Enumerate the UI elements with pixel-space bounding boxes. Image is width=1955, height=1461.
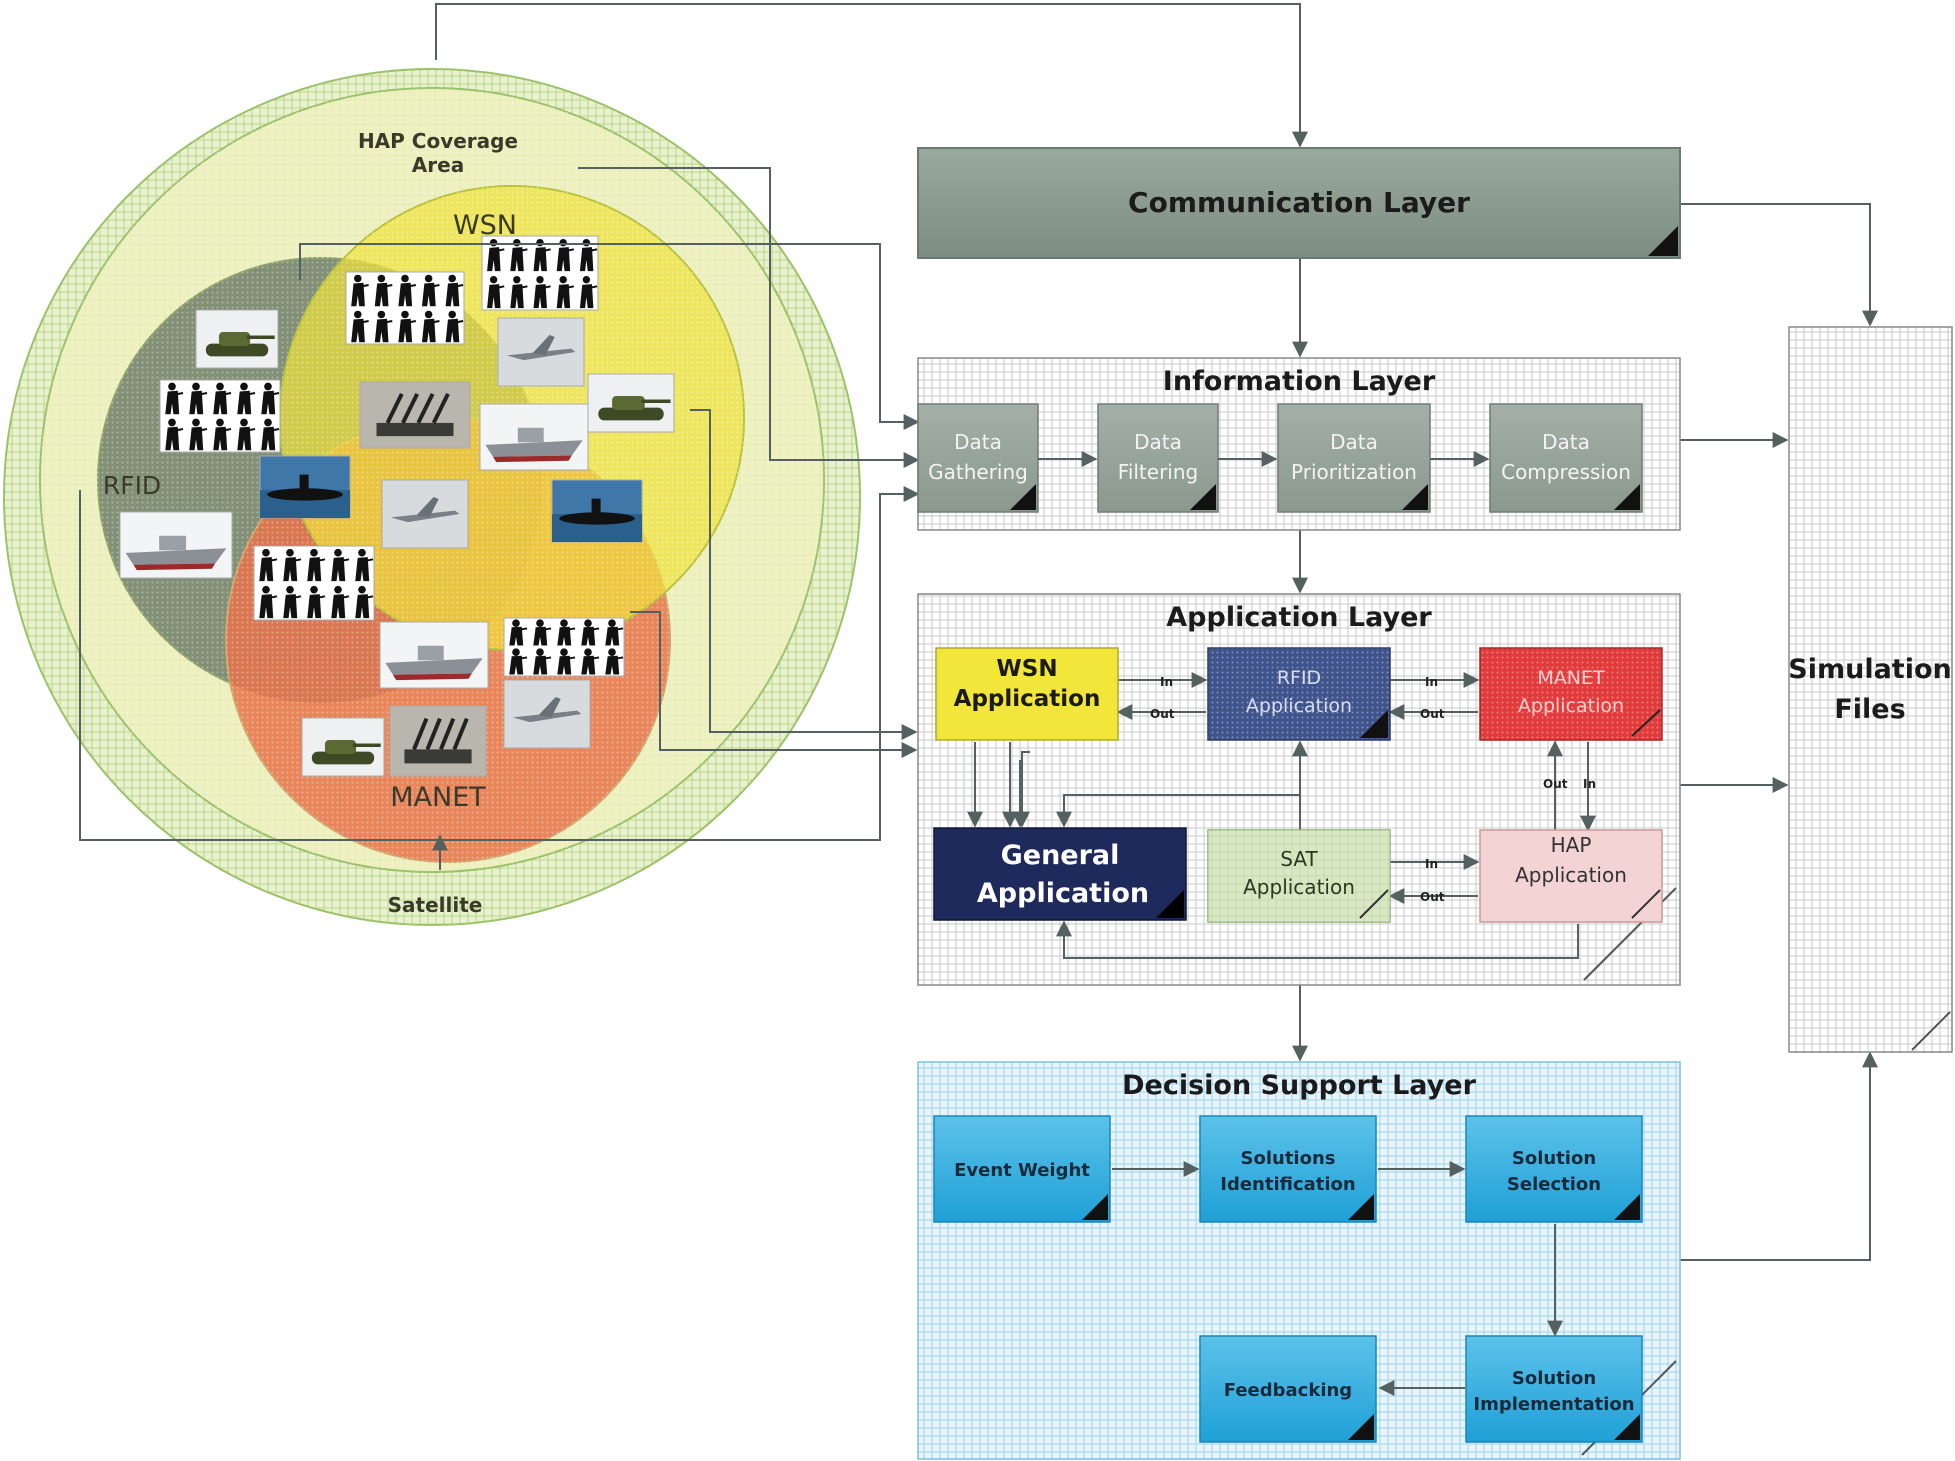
- decision-step-label: Feedbacking: [1224, 1380, 1352, 1401]
- corner-mark: [1082, 1194, 1108, 1220]
- info-step-box: [1489, 403, 1643, 513]
- corner-mark: [1614, 484, 1640, 510]
- tank-icon: [587, 373, 675, 433]
- fighter-jet-icon: [497, 317, 585, 387]
- corner-mark: [1348, 1414, 1374, 1440]
- soldier-silhouette-icon: [253, 545, 375, 621]
- military-assets: [119, 235, 675, 777]
- connection-lines: [79, 3, 1878, 1261]
- corner-mark: [1010, 484, 1036, 510]
- fighter-jet-icon: [381, 479, 469, 549]
- manet-label: MANET: [390, 782, 486, 813]
- soldier-silhouette-icon: [503, 617, 625, 677]
- info-step-box: [1097, 403, 1219, 513]
- soldier-silhouette-icon: [159, 379, 281, 453]
- corner-mark: [1614, 1414, 1640, 1440]
- decision-step-box: [933, 1115, 1111, 1223]
- sat-hap-in-label: In: [1425, 857, 1438, 871]
- decision-step-label: Event Weight: [954, 1160, 1090, 1181]
- rfid-label: RFID: [103, 471, 161, 500]
- soldier-silhouette-icon: [345, 271, 465, 345]
- communication-layer[interactable]: Communication Layer: [917, 147, 1681, 259]
- corner-mark: [1614, 1194, 1640, 1220]
- sat-hap-out-label: Out: [1420, 890, 1445, 904]
- application-layer-title: Application Layer: [1166, 602, 1432, 633]
- decision-step-box: [1465, 1335, 1643, 1443]
- hap-manet-in-label: In: [1583, 777, 1596, 791]
- tank-icon: [301, 717, 385, 777]
- satellite-label: Satellite: [388, 893, 483, 917]
- submarine-icon: [551, 479, 643, 543]
- information-layer-title: Information Layer: [1163, 366, 1436, 397]
- wsn-rfid-out-label: Out: [1150, 707, 1175, 721]
- missile-launcher-icon: [389, 705, 487, 777]
- missile-launcher-icon: [359, 381, 471, 449]
- rfid-manet-in-label: In: [1425, 675, 1438, 689]
- corner-mark: [1348, 1194, 1374, 1220]
- wsn-rfid-in-label: In: [1160, 675, 1173, 689]
- warship-icon: [479, 403, 589, 471]
- soldier-silhouette-icon: [481, 235, 599, 311]
- decision-step-5[interactable]: Feedbacking: [1199, 1335, 1377, 1443]
- info-step-box: [917, 403, 1039, 513]
- decision-support-layer: Decision Support Layer Event WeightSolut…: [917, 1061, 1681, 1460]
- warship-icon: [119, 511, 233, 579]
- submarine-icon: [259, 455, 351, 519]
- corner-mark: [1190, 484, 1216, 510]
- application-layer: Application Layer In Out In Out In Out O…: [917, 593, 1681, 986]
- corner-mark: [1402, 484, 1428, 510]
- decision-step-box: [1465, 1115, 1643, 1223]
- communication-layer-title: Communication Layer: [1128, 186, 1470, 219]
- hap-manet-out-label: Out: [1543, 777, 1568, 791]
- rfid-manet-out-label: Out: [1420, 707, 1445, 721]
- decision-step-1[interactable]: Event Weight: [933, 1115, 1111, 1223]
- decision-step-box: [1199, 1115, 1377, 1223]
- tank-icon: [195, 309, 279, 369]
- decision-layer-title: Decision Support Layer: [1122, 1070, 1476, 1101]
- warship-icon: [379, 621, 489, 689]
- info-step-box: [1277, 403, 1431, 513]
- decision-step-box: [1199, 1335, 1377, 1443]
- fighter-jet-icon: [503, 679, 591, 749]
